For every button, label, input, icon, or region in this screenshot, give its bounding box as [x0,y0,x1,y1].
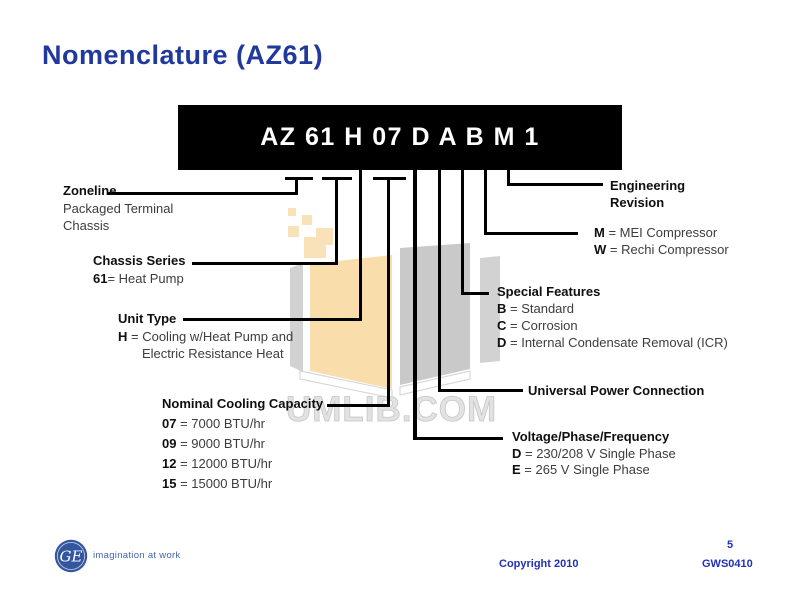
footer-copyright: Copyright 2010 [499,558,579,570]
callout-zoneline-line1: Packaged Terminal [63,200,174,216]
connector-engineering-line [507,183,603,186]
connector-voltage-line [413,437,503,440]
callout-cooling-entry: 12 = 12000 BTU/hr [162,456,273,471]
connector-az-bar [285,177,313,180]
callout-chassis-title: Chassis Series [93,253,186,268]
ge-monogram: GE [60,548,83,566]
connector-special-line [461,292,489,295]
connector-az-vertical [295,177,298,195]
connector-universal-line [438,389,523,392]
watermark-pixel-squares [288,208,333,258]
callout-cooling-entry: 15 = 15000 BTU/hr [162,476,273,491]
watermark-under-page-right [399,370,471,396]
callout-universal-title: Universal Power Connection [528,383,705,398]
connector-compressor-line [484,232,578,235]
connector-07-vertical [387,177,390,407]
callout-zoneline-line2: Chassis [63,218,110,233]
connector-cooling-line [327,404,390,407]
callout-special-entry: D = Internal Condensate Removal (ICR) [497,335,728,350]
callout-cooling-entry: 07 = 7000 BTU/hr [162,416,265,431]
callout-voltage: Voltage/Phase/Frequency D = 230/208 V Si… [512,429,676,479]
watermark-text: UMLIB.COM [286,390,497,429]
callout-compressor: M = MEI Compressor W = Rechi Compressor [594,225,729,258]
connector-m-vertical [484,168,487,235]
callout-unit-title: Unit Type [118,311,177,326]
callout-compressor-entry: M = MEI Compressor [594,225,718,240]
model-code-box: AZ 61 H 07 D A B M 1 [178,105,622,170]
watermark-left-band [290,263,303,372]
connector-chassis-line [192,262,338,265]
connector-b-vertical [461,168,464,295]
connector-unit-type-line [183,318,362,321]
callout-zoneline-title: Zoneline [63,183,117,198]
callout-cooling-entry: 09 = 9000 BTU/hr [162,436,265,451]
callout-special-title: Special Features [497,284,601,299]
watermark-book-right-page [400,243,470,385]
connector-h-vertical [359,168,362,321]
callout-unit-entry-cont: Electric Resistance Heat [142,346,284,361]
callout-engineering-line1: Engineering [610,178,686,193]
callout-universal-power: Universal Power Connection [528,382,704,399]
callout-unit-type: Unit Type H = Cooling w/Heat Pump and El… [118,310,293,363]
model-code: AZ 61 H 07 D A B M 1 [260,123,540,151]
callout-voltage-entry: D = 230/208 V Single Phase [512,445,676,461]
footer-doc-code: GWS0410 [702,558,753,570]
page-title: Nomenclature (AZ61) [42,40,324,70]
callout-special-entry: C = Corrosion [497,318,578,333]
callout-chassis-series: Chassis Series 61= Heat Pump [93,252,186,288]
callout-unit-entry: H = Cooling w/Heat Pump and [118,328,294,344]
footer-page-number: 5 [727,539,734,551]
callout-engineering-revision: Engineering Revision [610,177,685,211]
connector-a-vertical [438,168,441,392]
callout-engineering-line2: Revision [610,195,665,210]
connector-1-vertical [507,168,510,186]
ge-tagline: imagination at work [93,550,181,561]
callout-voltage-title: Voltage/Phase/Frequency [512,429,670,444]
watermark-under-page-left [299,370,393,399]
watermark-book-left-page [310,255,392,389]
ge-logo-icon: GE [54,539,88,573]
connector-61-vertical [335,177,338,265]
callout-compressor-entry: W = Rechi Compressor [594,241,729,257]
connector-d-vertical [413,168,417,440]
connector-zoneline-line [108,192,298,195]
callout-special-features: Special Features B = Standard C = Corros… [497,283,728,351]
callout-special-entry: B = Standard [497,301,574,316]
callout-voltage-entry: E = 265 V Single Phase [512,462,650,477]
watermark-logo: UMLIB.COM [286,208,500,429]
callout-zoneline: Zoneline Packaged Terminal Chassis [63,182,173,235]
callout-cooling-title: Nominal Cooling Capacity [162,396,324,411]
watermark-right-band [480,256,500,363]
callout-cooling-capacity: Nominal Cooling Capacity 07 = 7000 BTU/h… [162,394,323,494]
callout-chassis-entry: 61= Heat Pump [93,271,184,286]
